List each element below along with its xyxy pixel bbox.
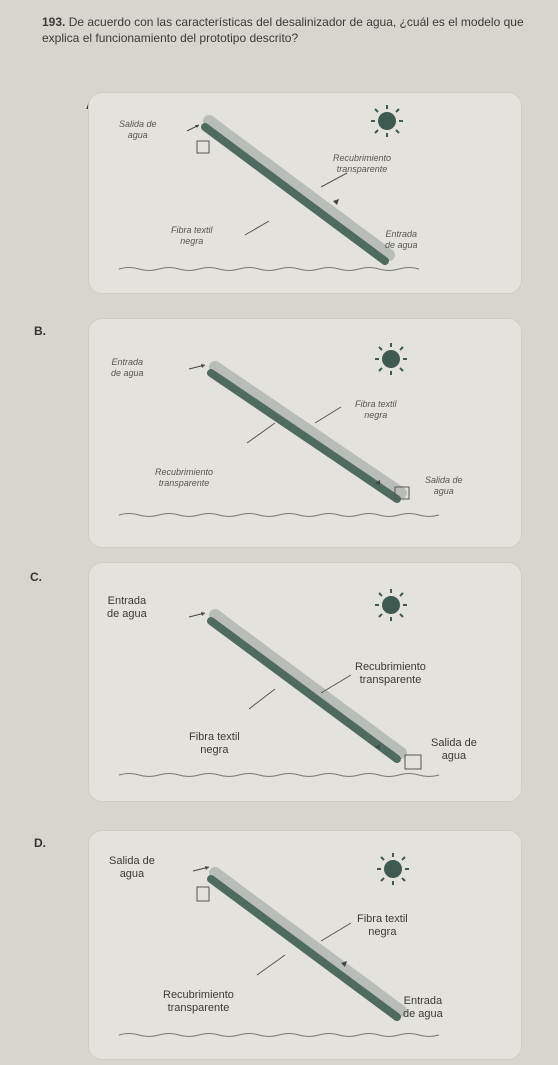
coating-strip bbox=[209, 361, 407, 499]
container-icon bbox=[394, 486, 410, 500]
coating-strip bbox=[209, 609, 407, 759]
fiber-strip bbox=[207, 617, 401, 763]
sun-icon bbox=[377, 853, 409, 885]
sun-icon bbox=[375, 589, 407, 621]
question-number: 193. bbox=[42, 15, 66, 29]
container-icon bbox=[196, 886, 210, 902]
fiber-strip bbox=[207, 369, 401, 503]
arrow-icon bbox=[375, 480, 380, 485]
option-letter-c[interactable]: C. bbox=[30, 570, 42, 584]
question-body: De acuerdo con las características del d… bbox=[42, 15, 524, 45]
arrow-icon bbox=[201, 364, 205, 368]
fiber-strip bbox=[207, 875, 401, 1021]
pointer-line bbox=[246, 422, 276, 444]
fiber-strip bbox=[201, 123, 389, 265]
diagram-c bbox=[118, 609, 440, 777]
pointer-line bbox=[244, 220, 270, 236]
pointer-line bbox=[320, 172, 348, 188]
water-line bbox=[118, 773, 440, 777]
container-icon bbox=[404, 754, 422, 770]
diagram-b bbox=[118, 361, 440, 517]
pointer-line bbox=[320, 922, 352, 942]
pointer-line bbox=[314, 406, 342, 424]
arrow-icon bbox=[333, 199, 339, 205]
sun-icon bbox=[375, 343, 407, 375]
container-icon bbox=[196, 140, 210, 154]
water-line bbox=[118, 1033, 440, 1037]
diagram-a bbox=[118, 115, 420, 271]
arrow-icon bbox=[341, 961, 347, 967]
arrow-icon bbox=[205, 866, 209, 870]
option-letter-d[interactable]: D. bbox=[34, 836, 46, 850]
diagram-d bbox=[118, 866, 440, 1037]
question-text: 193. De acuerdo con las características … bbox=[42, 14, 542, 46]
coating-strip bbox=[209, 867, 407, 1017]
water-line bbox=[118, 513, 440, 517]
pointer-line bbox=[320, 674, 352, 694]
pointer-line bbox=[256, 954, 286, 976]
coating-strip bbox=[203, 115, 395, 261]
arrow-icon bbox=[375, 744, 380, 749]
sun-icon bbox=[371, 105, 403, 137]
pointer-line bbox=[248, 688, 276, 710]
option-letter-b[interactable]: B. bbox=[34, 324, 46, 338]
arrow-icon bbox=[201, 612, 205, 616]
water-line bbox=[118, 267, 420, 271]
arrow-icon bbox=[195, 125, 199, 128]
